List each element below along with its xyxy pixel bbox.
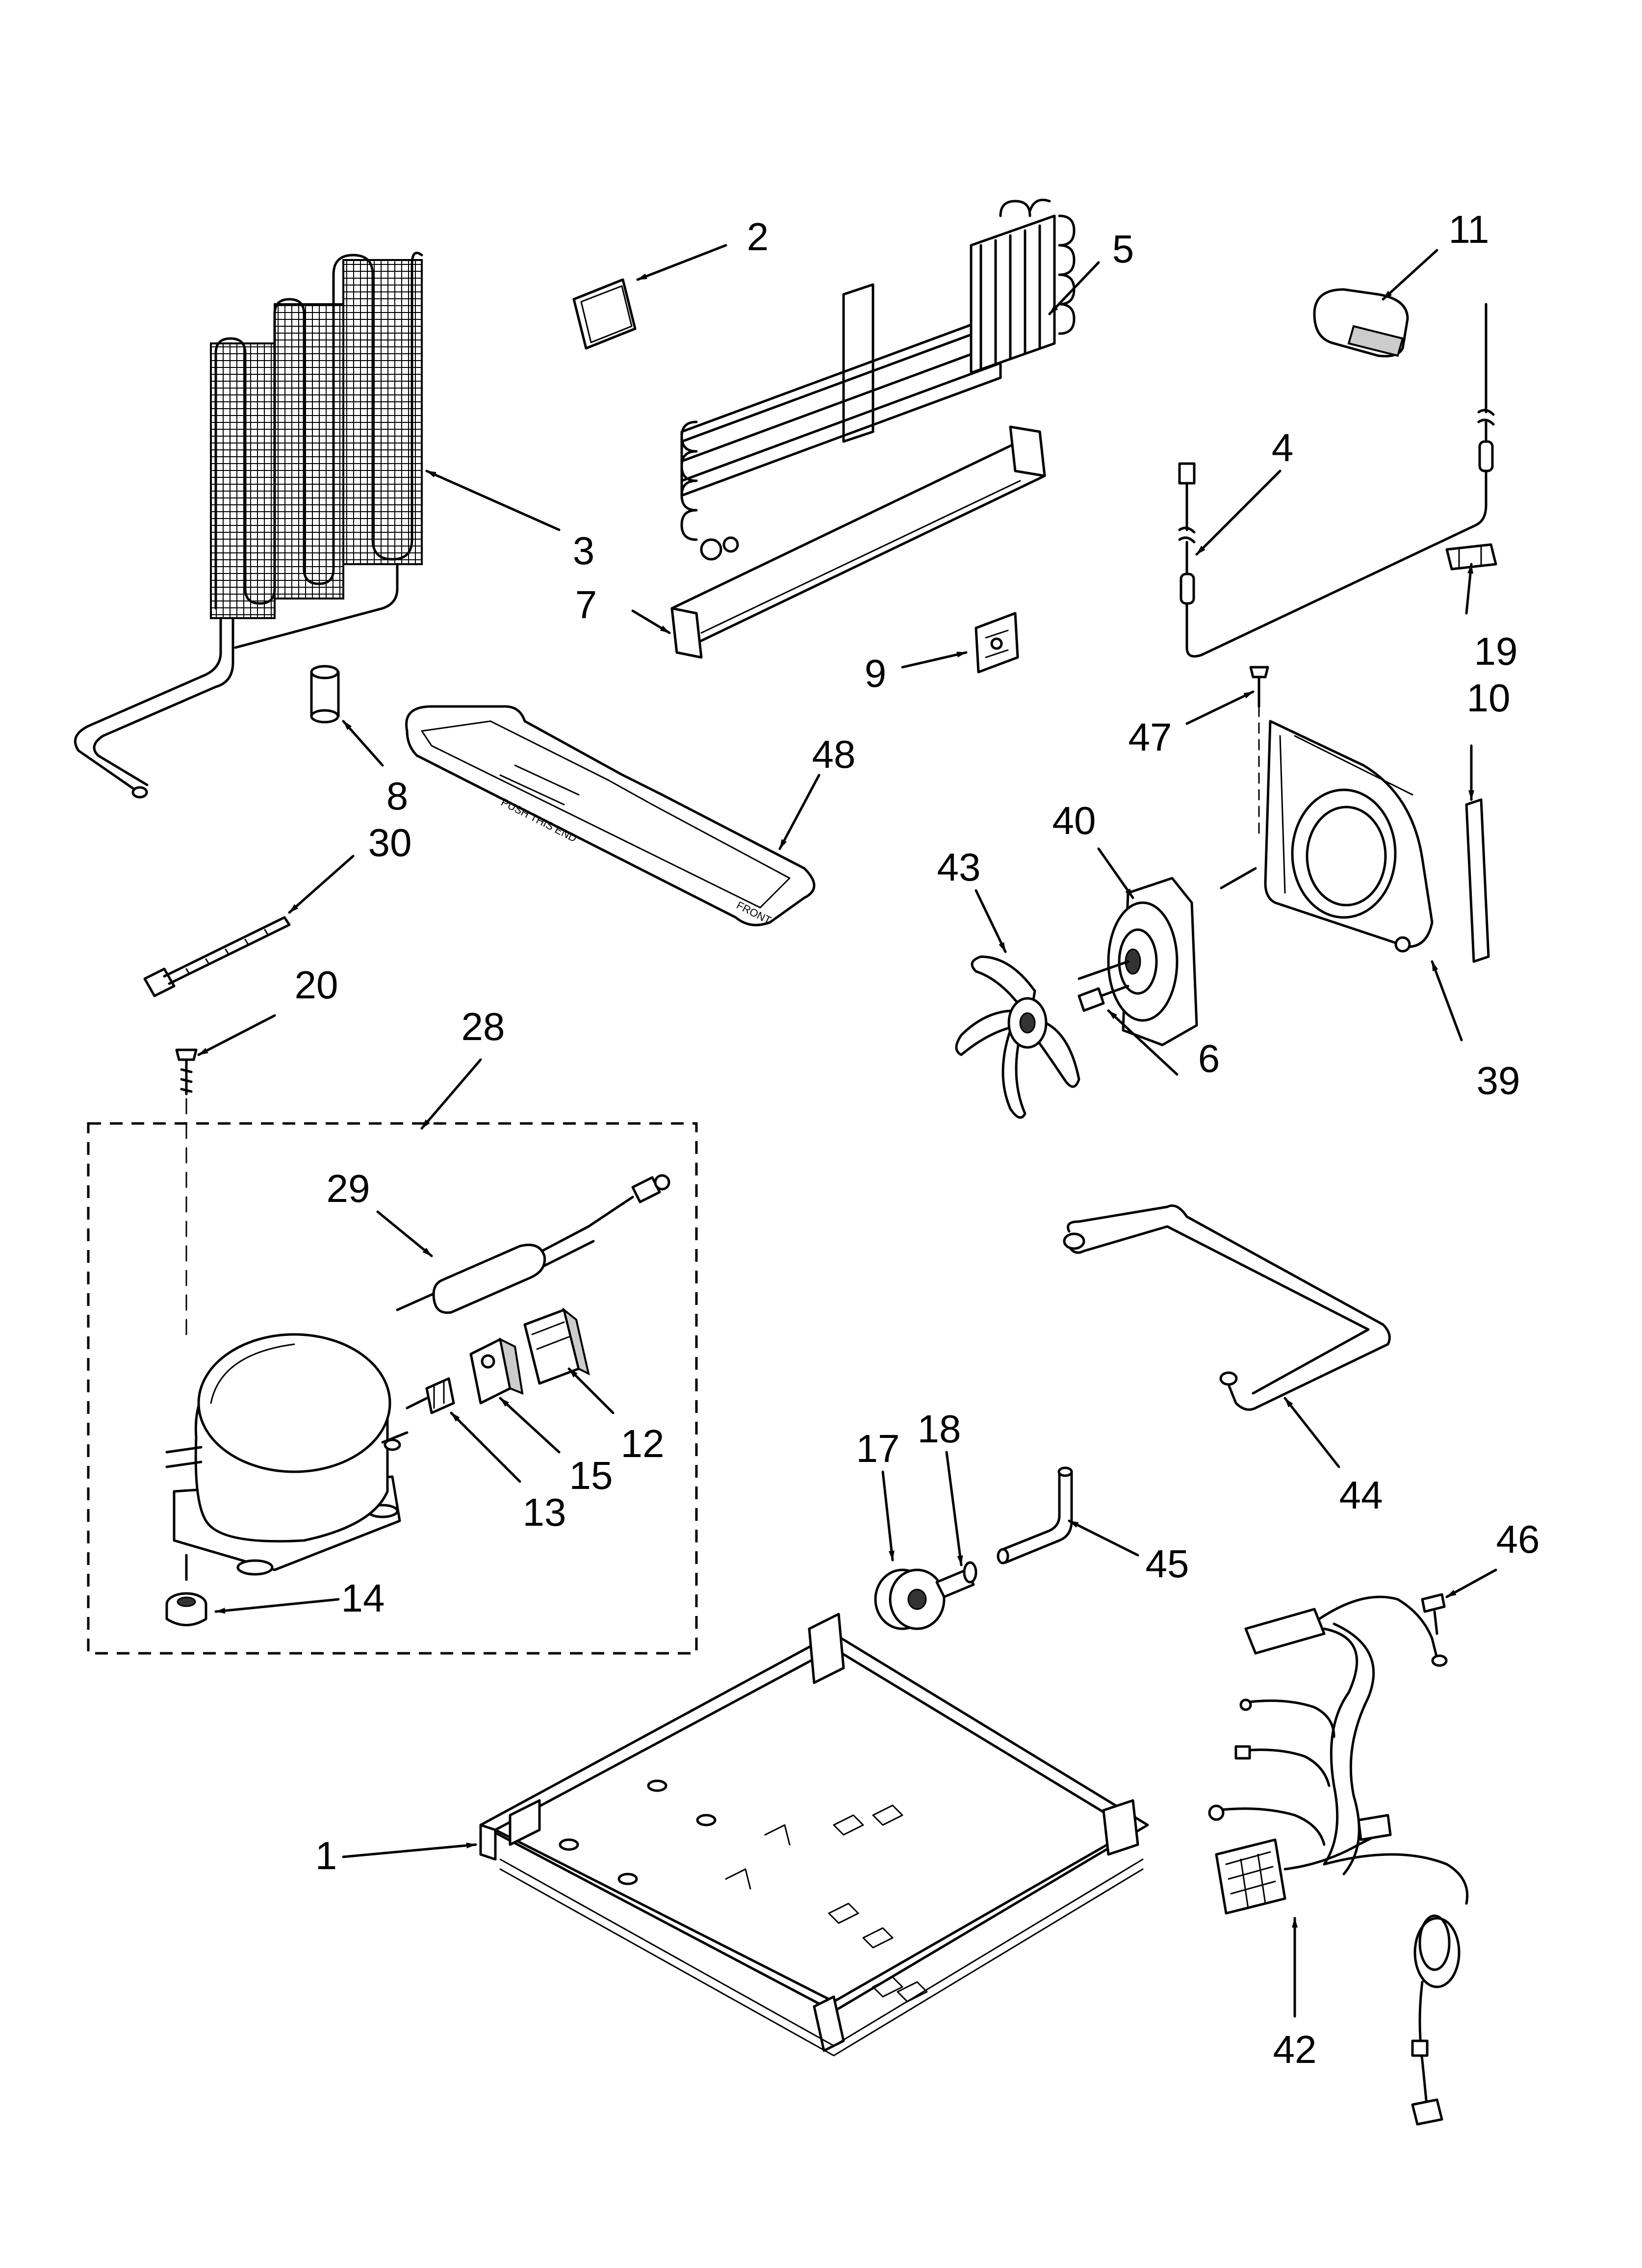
drain-pan: PUSH THIS END FRONT xyxy=(405,705,816,927)
screw-6 xyxy=(1078,985,1129,1012)
part-label-1: 1 xyxy=(315,1834,337,1877)
tube-45 xyxy=(997,1466,1073,1564)
part-label-18: 18 xyxy=(918,1407,961,1451)
relay-cover xyxy=(523,1307,590,1385)
part-label-19: 19 xyxy=(1474,629,1518,673)
grommet xyxy=(165,1554,207,1626)
part-label-20: 20 xyxy=(295,963,338,1007)
screw-20 xyxy=(175,1048,198,1335)
part-label-46: 46 xyxy=(1496,1517,1540,1561)
part-label-2: 2 xyxy=(747,215,769,259)
part-label-30: 30 xyxy=(368,821,412,864)
part-label-12: 12 xyxy=(621,1422,665,1465)
thermistor-wire xyxy=(1178,303,1495,658)
cylinder-8 xyxy=(310,665,340,724)
part-label-10: 10 xyxy=(1467,676,1511,720)
evaporator-coil xyxy=(680,199,1076,561)
part-label-7: 7 xyxy=(575,583,597,626)
part-label-28: 28 xyxy=(462,1005,505,1048)
screw-46 xyxy=(1421,1593,1446,1635)
part-label-8: 8 xyxy=(386,774,409,818)
fan-shroud xyxy=(1220,720,1434,953)
part-label-17: 17 xyxy=(856,1427,900,1470)
part-label-9: 9 xyxy=(865,652,887,695)
part-label-5: 5 xyxy=(1112,227,1134,271)
relay xyxy=(469,1337,524,1405)
part-label-11: 11 xyxy=(1448,208,1489,251)
wire-harness xyxy=(1208,1595,1469,2126)
filter-pad xyxy=(572,278,637,350)
roller-axle xyxy=(935,1561,977,1598)
part-label-15: 15 xyxy=(569,1454,613,1497)
part-label-43: 43 xyxy=(937,845,981,889)
fan-blade xyxy=(955,955,1080,1119)
overload-plug xyxy=(406,1377,455,1414)
wire-clip xyxy=(1445,543,1497,571)
filter-drier xyxy=(396,1174,670,1314)
roller xyxy=(874,1568,946,1630)
part-label-13: 13 xyxy=(523,1490,566,1534)
part-label-3: 3 xyxy=(573,529,595,573)
part-label-45: 45 xyxy=(1146,1542,1189,1586)
compressor xyxy=(165,1333,409,1576)
part-label-40: 40 xyxy=(1052,799,1096,842)
part-label-29: 29 xyxy=(327,1167,370,1210)
part-label-39: 39 xyxy=(1477,1059,1520,1102)
compressor-kit-box xyxy=(87,1122,698,1655)
part-label-44: 44 xyxy=(1339,1473,1383,1517)
drain-trough xyxy=(670,425,1046,659)
fan-motor xyxy=(1078,877,1198,1046)
part-label-6: 6 xyxy=(1198,1037,1220,1080)
bracket-9 xyxy=(975,612,1019,674)
part-label-4: 4 xyxy=(1272,426,1294,469)
base-frame xyxy=(479,1613,1149,2057)
part-labels: 2 5 11 4 3 7 9 19 10 47 8 48 30 40 43 6 … xyxy=(295,208,1540,2071)
gasket-strip xyxy=(1465,798,1490,963)
screw-47 xyxy=(1249,666,1269,835)
thermistor-cap xyxy=(1313,288,1409,358)
part-label-47: 47 xyxy=(1129,715,1172,759)
part-label-48: 48 xyxy=(812,732,856,776)
condenser-coil xyxy=(74,252,423,799)
leader-lines xyxy=(197,244,1497,2018)
part-label-42: 42 xyxy=(1273,2028,1317,2071)
part-label-14: 14 xyxy=(341,1576,385,1620)
tube-44 xyxy=(1063,1204,1391,1411)
cable-tie xyxy=(143,916,291,997)
